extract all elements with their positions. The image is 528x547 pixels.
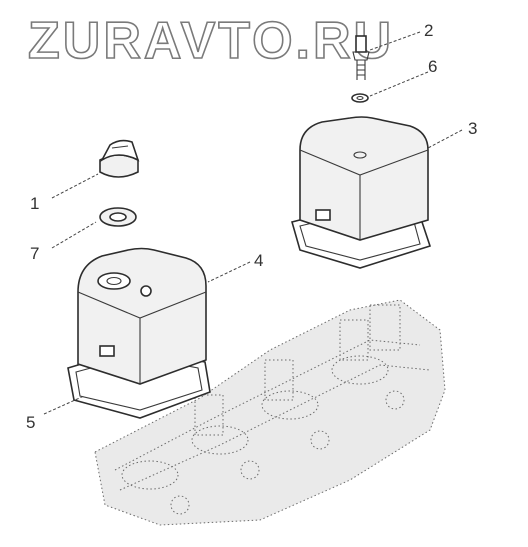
callout-6: 6 xyxy=(428,57,437,76)
callout-7: 7 xyxy=(30,244,39,263)
filler-cap-seal xyxy=(99,207,137,227)
callout-1: 1 xyxy=(30,194,39,213)
watermark: ZURAVTO.RU xyxy=(28,12,394,70)
callout-3: 3 xyxy=(468,119,477,138)
valve-cover-rear xyxy=(291,116,432,269)
callout-4: 4 xyxy=(254,251,263,270)
leader-lines xyxy=(43,31,463,415)
callout-2: 2 xyxy=(424,21,433,40)
oil-filler-cap xyxy=(99,139,140,178)
callout-5: 5 xyxy=(26,413,35,432)
valve-cover-front xyxy=(67,247,211,419)
cylinder-head xyxy=(94,299,446,526)
washer xyxy=(351,93,369,103)
stud-bolt xyxy=(352,35,370,80)
